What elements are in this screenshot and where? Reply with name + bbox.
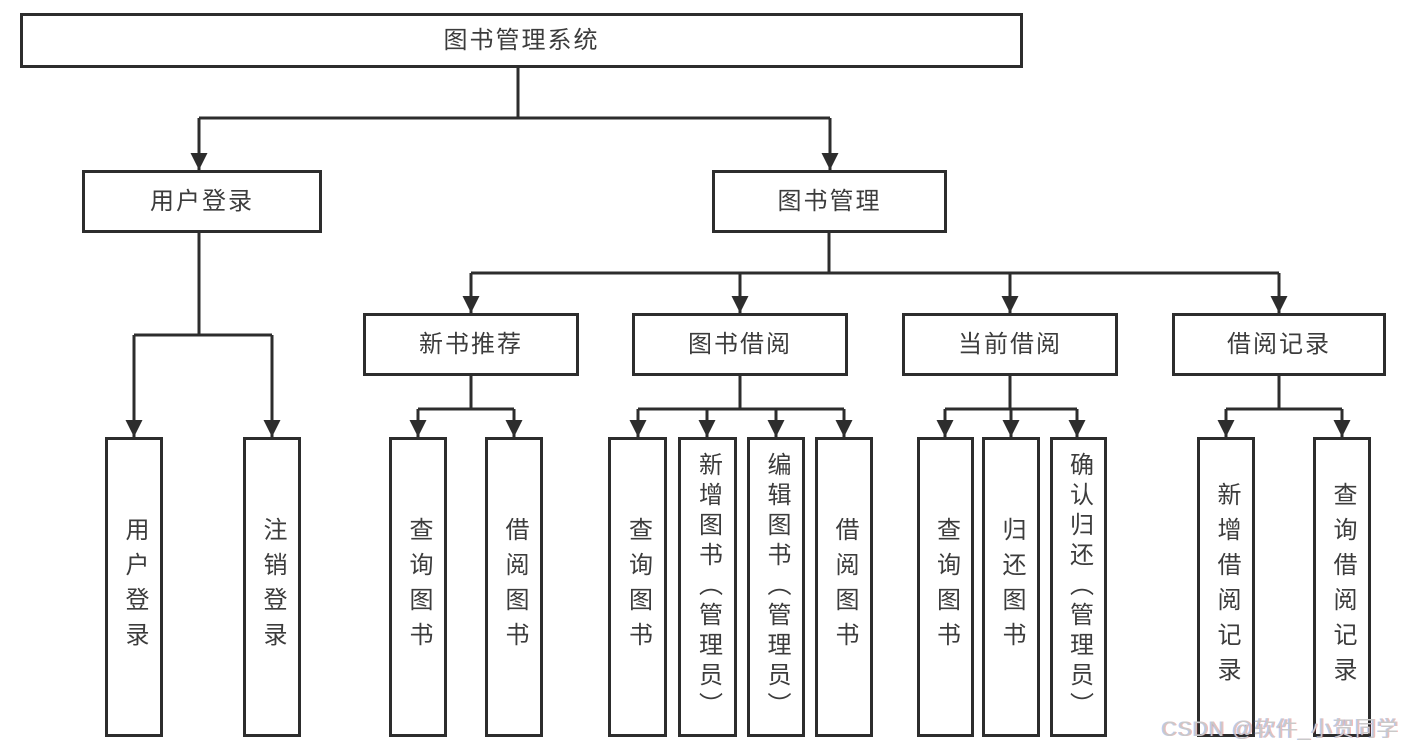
node-leaf-add-borrow-record: 新增借阅记录	[1197, 437, 1255, 737]
node-leaf-return-books: 归还图书	[982, 437, 1040, 737]
node-leaf-query-books-borrow: 查询图书	[608, 437, 667, 737]
node-book-borrow: 图书借阅	[632, 313, 848, 376]
node-borrow-records: 借阅记录	[1172, 313, 1386, 376]
node-leaf-borrow-books-rec: 借阅图书	[485, 437, 543, 737]
node-leaf-borrow-books-borrow: 借阅图书	[815, 437, 873, 737]
node-leaf-add-books: 新增图书（管理员）	[678, 437, 737, 737]
node-root: 图书管理系统	[20, 13, 1023, 68]
node-leaf-confirm-return: 确认归还（管理员）	[1050, 437, 1107, 737]
node-leaf-logout: 注销登录	[243, 437, 301, 737]
node-leaf-query-borrow-record: 查询借阅记录	[1313, 437, 1371, 737]
node-leaf-user-login: 用户登录	[105, 437, 163, 737]
tree-lines	[134, 68, 1342, 411]
node-new-book-rec: 新书推荐	[363, 313, 579, 376]
tree-arrows	[125, 118, 1351, 437]
node-leaf-query-books-current: 查询图书	[917, 437, 974, 737]
node-leaf-edit-books: 编辑图书（管理员）	[747, 437, 805, 737]
node-user-login: 用户登录	[82, 170, 322, 233]
node-current-borrow: 当前借阅	[902, 313, 1118, 376]
node-leaf-query-books-rec: 查询图书	[389, 437, 447, 737]
node-book-mgmt: 图书管理	[712, 170, 947, 233]
